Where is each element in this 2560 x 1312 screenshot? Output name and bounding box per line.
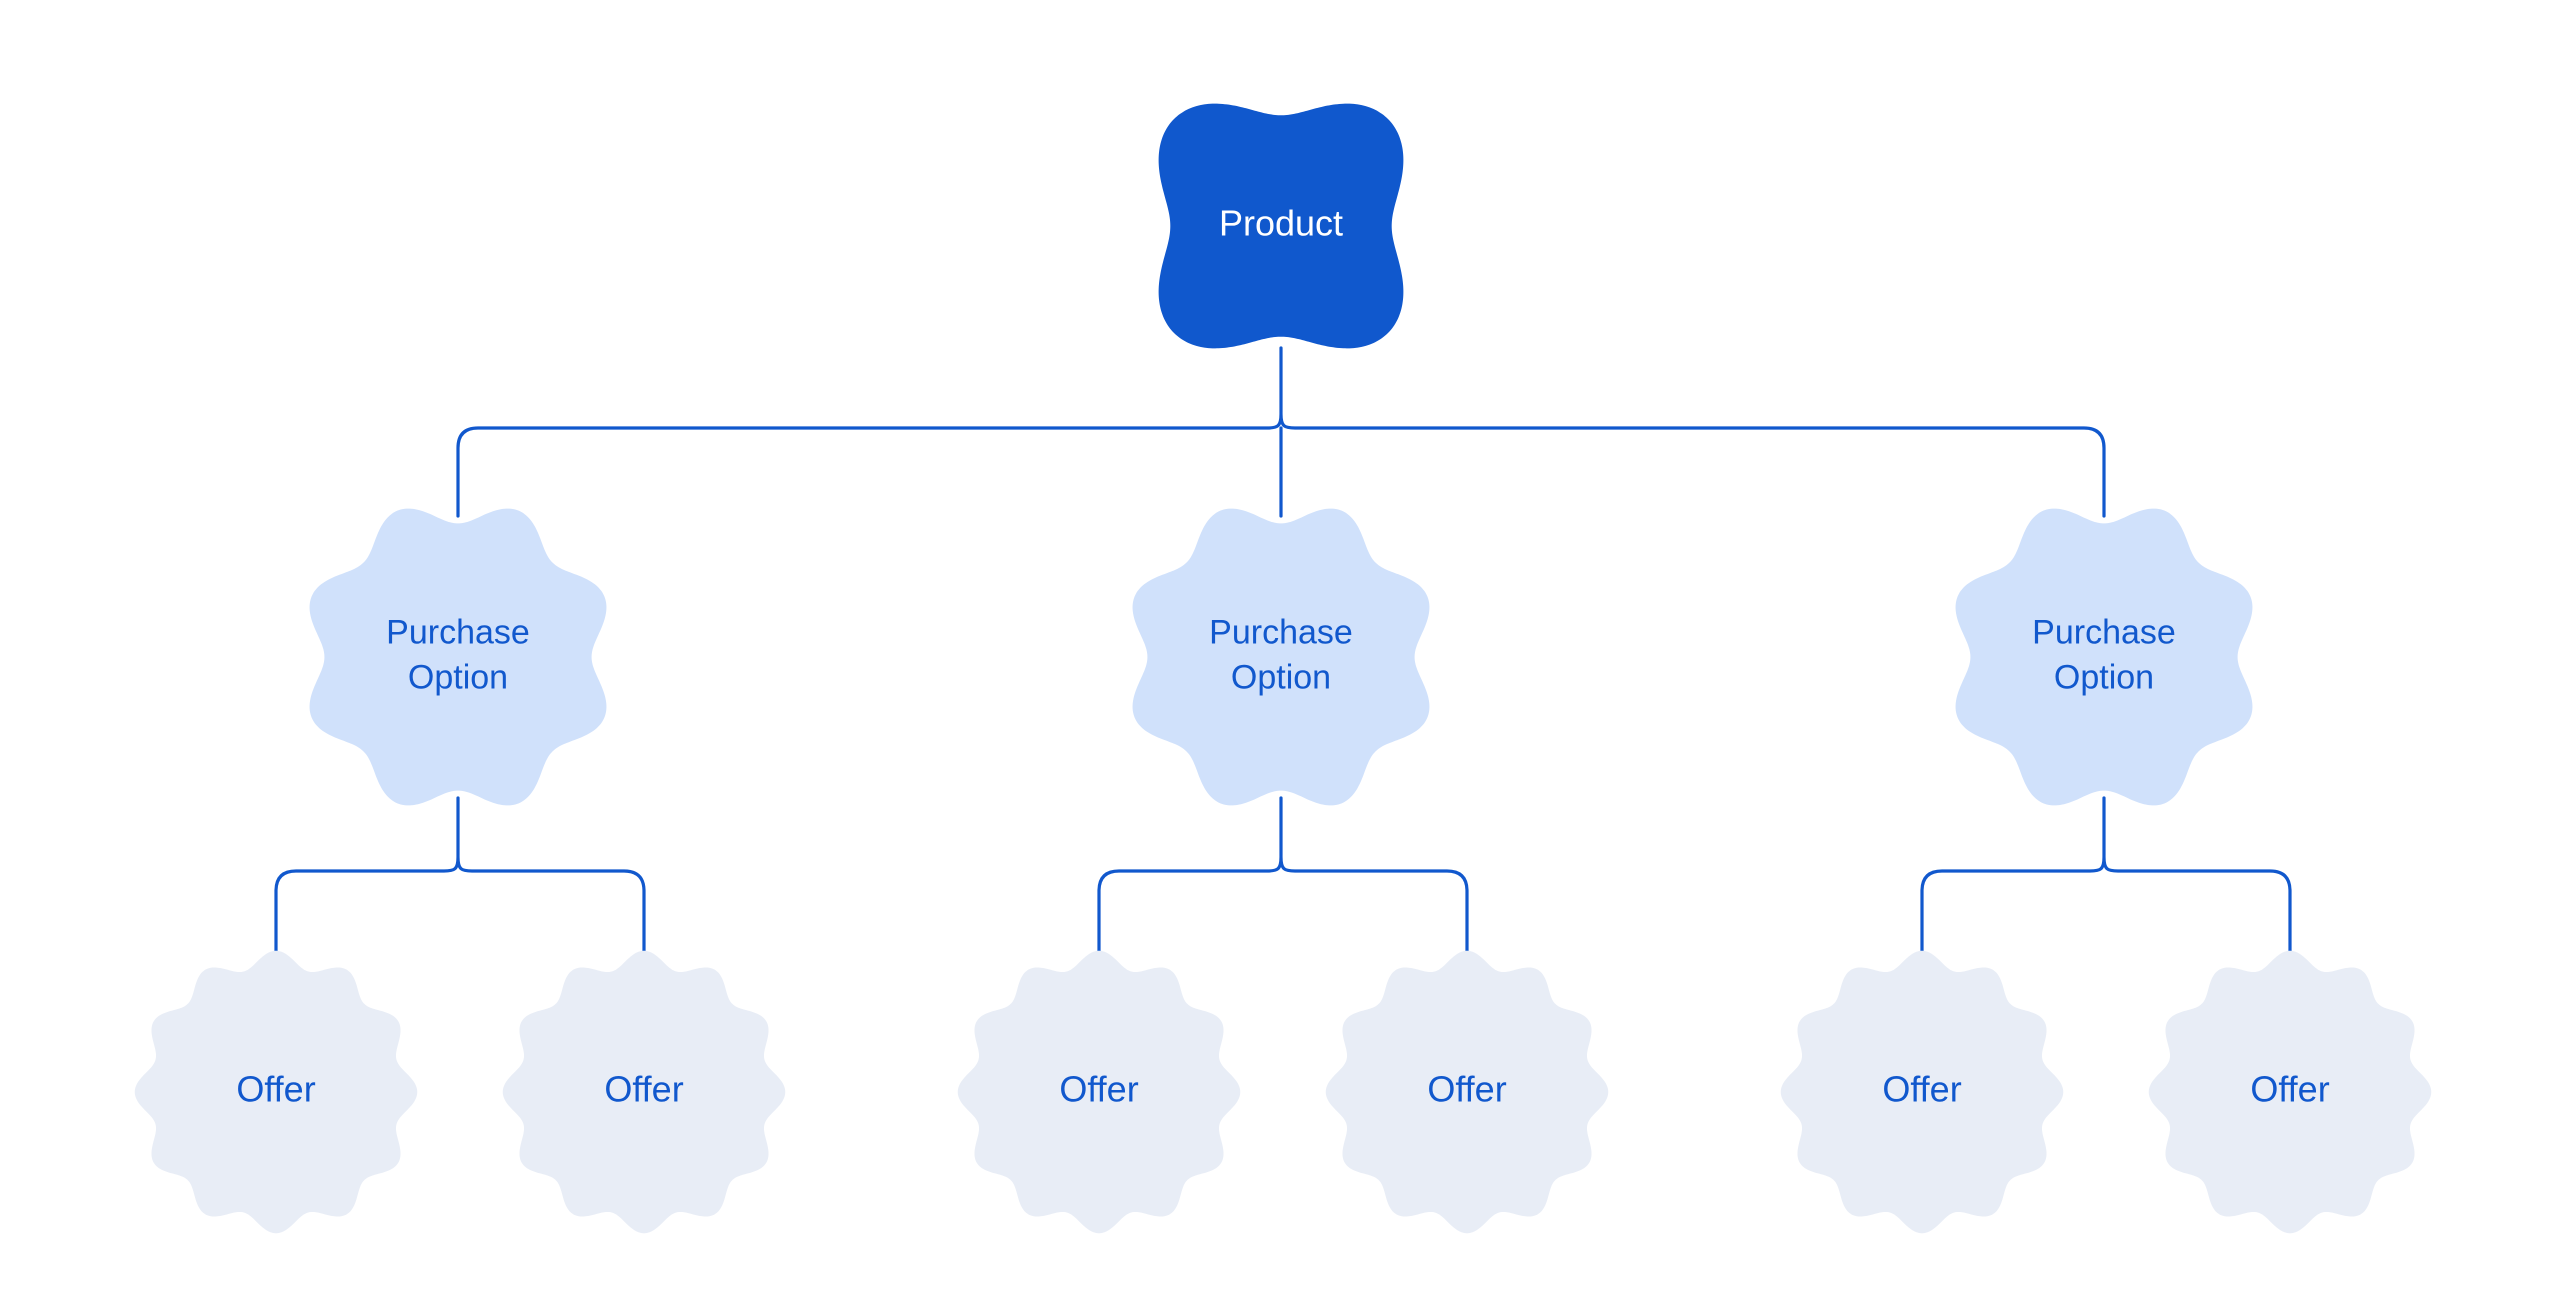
node-offer-6[interactable]: Offer xyxy=(2148,950,2432,1234)
node-offer-2-shape xyxy=(502,950,786,1234)
connector-product-to-options xyxy=(456,346,2106,518)
node-purchase-option-3-label: Option xyxy=(2054,658,2154,696)
node-purchase-option-2-shape xyxy=(1132,508,1430,806)
node-offer-4-shape xyxy=(1325,950,1609,1234)
node-product-label: Product xyxy=(1219,203,1343,244)
node-purchase-option-1-label: Option xyxy=(408,658,508,696)
node-offer-3-label: Offer xyxy=(1059,1069,1138,1110)
node-offer-1[interactable]: Offer xyxy=(134,950,418,1234)
node-purchase-option-1-label: Purchase xyxy=(386,613,530,651)
node-offer-5-shape xyxy=(1780,950,2064,1234)
node-offer-3[interactable]: Offer xyxy=(957,950,1241,1234)
connector-option1-to-offers xyxy=(274,796,646,960)
node-offer-5[interactable]: Offer xyxy=(1780,950,2064,1234)
node-purchase-option-3-shape xyxy=(1955,508,2253,806)
node-purchase-option-2-label: Option xyxy=(1231,658,1331,696)
node-offer-2[interactable]: Offer xyxy=(502,950,786,1234)
node-purchase-option-3-label: Purchase xyxy=(2032,613,2176,651)
node-offer-5-label: Offer xyxy=(1882,1069,1961,1110)
node-offer-4[interactable]: Offer xyxy=(1325,950,1609,1234)
node-product-shape xyxy=(1158,103,1404,349)
node-purchase-option-2-label: Purchase xyxy=(1209,613,1353,651)
node-product[interactable]: Product xyxy=(1158,103,1404,349)
connector-layer xyxy=(274,346,2292,960)
node-offer-6-label: Offer xyxy=(2250,1069,2329,1110)
node-offer-6-shape xyxy=(2148,950,2432,1234)
connector-option2-to-offers xyxy=(1097,796,1469,960)
node-offer-4-label: Offer xyxy=(1427,1069,1506,1110)
node-offer-2-label: Offer xyxy=(604,1069,683,1110)
node-purchase-option-1-shape xyxy=(309,508,607,806)
node-offer-3-shape xyxy=(957,950,1241,1234)
node-layer: ProductPurchaseOptionPurchaseOptionPurch… xyxy=(134,103,2432,1234)
connector-option3-to-offers xyxy=(1920,796,2292,960)
node-offer-1-shape xyxy=(134,950,418,1234)
node-offer-1-label: Offer xyxy=(236,1069,315,1110)
